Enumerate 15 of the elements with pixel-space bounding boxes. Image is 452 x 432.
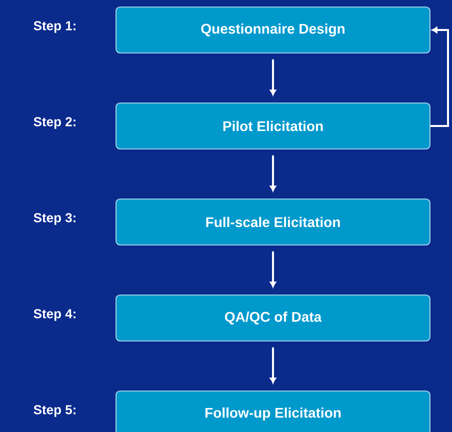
process-box: Questionnaire Design xyxy=(116,6,430,54)
arrow xyxy=(270,347,276,384)
arrow xyxy=(270,155,276,192)
process-box: Full-scale Elicitation xyxy=(116,198,430,246)
step-label: Step 3: xyxy=(34,213,76,225)
arrow xyxy=(270,251,276,288)
process-box: QA/QC of Data xyxy=(116,294,430,342)
step-label: Step 1: xyxy=(34,21,76,33)
arrow xyxy=(430,26,449,127)
step-label: Step 4: xyxy=(34,309,76,321)
step-label: Step 2: xyxy=(34,117,76,129)
process-box: Follow-up Elicitation xyxy=(116,390,430,432)
arrow xyxy=(270,59,276,96)
process-box: Pilot Elicitation xyxy=(116,102,430,150)
step-label: Step 5: xyxy=(34,405,76,417)
